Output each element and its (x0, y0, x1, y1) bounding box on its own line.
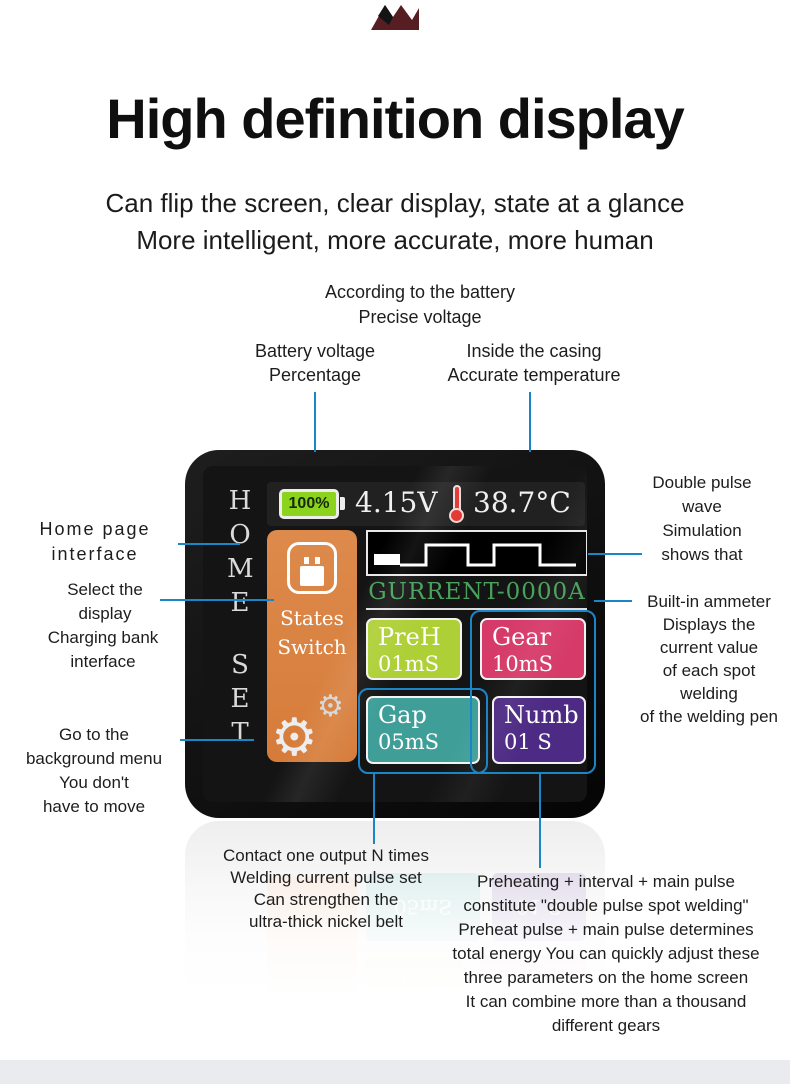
gear-button-value: 10mS (492, 652, 554, 676)
highlight-box-gap (358, 688, 488, 774)
subtitle-line-1: Can flip the screen, clear display, stat… (105, 188, 685, 218)
thermometer-bulb (449, 508, 464, 523)
waveform-trace (374, 543, 576, 567)
connector-line-select-display (160, 599, 274, 601)
page-title: High definition display (106, 87, 684, 150)
waveform-group: GURRENT-0000A (366, 530, 587, 610)
callout-charging-bank: Charging bank interface (47, 628, 159, 671)
divider (366, 608, 587, 610)
callout-built-in-ammeter: Built-in ammeter Displays the current va… (640, 592, 778, 726)
brand-logo-mark (371, 5, 419, 30)
numb-button-label: Numb (504, 701, 579, 729)
callout-battery-percentage: Battery voltage Percentage (254, 341, 376, 385)
gear-button: Gear 10mS (480, 618, 586, 680)
thermometer-icon (449, 485, 465, 523)
preheat-button-value: 01mS (378, 652, 440, 676)
connector-line-contact-output (373, 774, 375, 844)
usb-plug (300, 566, 324, 586)
temperature-readout: 38.7°C (473, 486, 571, 519)
highlight-box-gear-numb (470, 610, 596, 774)
connector-line-temperature (529, 392, 531, 452)
connector-line-pulse-info (539, 774, 541, 868)
states-switch-panel: States Switch ⚙ ⚙ (267, 530, 357, 768)
callout-select-display: Select the display (67, 580, 143, 623)
settings-gear-icon: ⚙ (271, 708, 318, 768)
subtitle-line-2: More intelligent, more accurate, more hu… (136, 225, 654, 255)
current-readout: GURRENT-0000A (368, 579, 586, 605)
pulse-waveform (366, 530, 587, 576)
settings-gear-icon-small: ⚙ (317, 689, 344, 724)
home-menu-label: HOME (227, 486, 254, 618)
callout-double-pulse-info: Preheating + interval + main pulse const… (452, 872, 760, 1035)
callout-contact-output: Contact one output N times Welding curre… (222, 846, 429, 931)
device-screen: 100% 4.15V 38.7°C HOME SET States Switch… (203, 466, 587, 802)
set-menu-label: SET (230, 650, 250, 748)
connector-line-ammeter (594, 600, 632, 602)
gap-button: Gap 05mS (366, 696, 480, 764)
preheat-button-label: PreH (378, 623, 441, 651)
status-bar: 100% 4.15V 38.7°C (267, 482, 585, 526)
preheat-button: PreH 01mS (366, 618, 462, 680)
callout-background-menu: Go to the background menu You don't have… (25, 725, 163, 816)
connector-line-battery (314, 392, 316, 452)
states-switch-label: States Switch (277, 606, 347, 659)
gap-button-value: 05mS (378, 730, 440, 754)
callout-accurate-temperature: Inside the casing Accurate temperature (447, 341, 621, 385)
connector-line-home (178, 543, 240, 545)
connector-line-double-pulse (588, 553, 642, 555)
callout-precise-voltage: According to the battery Precise voltage (324, 282, 516, 327)
usb-pin (315, 557, 320, 564)
brand-logo (365, 2, 425, 32)
gap-button-label: Gap (378, 701, 427, 729)
battery-indicator: 100% (279, 489, 345, 519)
voltage-readout: 4.15V (355, 486, 438, 519)
gear-button-label: Gear (492, 623, 552, 651)
device-mockup: 100% 4.15V 38.7°C HOME SET States Switch… (185, 450, 605, 818)
callout-home-page-interface: Home page interface (39, 519, 151, 564)
callout-double-pulse-wave: Double pulse wave Simulation shows that (652, 473, 752, 564)
connector-line-background-menu (180, 739, 254, 741)
bottom-band (0, 1060, 790, 1084)
numb-button-value: 01 S (504, 730, 552, 754)
usb-charging-icon (287, 542, 337, 594)
numb-button: Numb 01 S (492, 696, 586, 764)
usb-pin (304, 557, 309, 564)
